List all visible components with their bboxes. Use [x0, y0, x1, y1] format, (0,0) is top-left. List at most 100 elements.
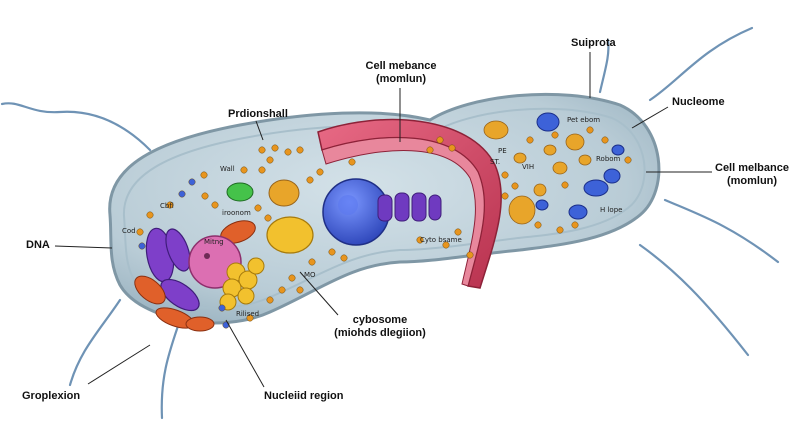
vacuole-green [226, 182, 254, 202]
ribosome-dot [501, 192, 509, 200]
ribosome-dot [551, 131, 559, 139]
inner-label-cod: Cod [122, 227, 136, 235]
inner-label-mitng: Mitng [204, 238, 224, 246]
ribosome-dot [556, 226, 564, 234]
ribosome-dot [258, 166, 266, 174]
ribosome-dot [178, 190, 186, 198]
inner-label-pe: PE [498, 147, 507, 155]
inner-label-st: ST. [490, 158, 501, 166]
label-cell-membrane-right: Cell melbance (momlun) [708, 162, 796, 188]
inner-label-pet-ebom: Pet ebom [567, 116, 601, 124]
flagella [0, 26, 780, 420]
ribosome-dot [188, 178, 196, 186]
label-cell-membrane-right-line2: (momlun) [726, 175, 778, 187]
ribosome-dot [586, 126, 594, 134]
ribosome-dot [254, 204, 262, 212]
flagellum-left-bottom [160, 318, 182, 420]
label-cell-membrane-top-line1: Cell mebance [365, 60, 437, 72]
ribosome-dot [271, 144, 279, 152]
ribosome-dot [571, 221, 579, 229]
mitochondria-left [145, 227, 200, 312]
inner-label-rilised: Rilised [236, 310, 260, 318]
ribosome-dot [266, 156, 274, 164]
flagellum-top-right [648, 26, 754, 102]
ribosome-dot [264, 214, 272, 222]
ribosome-dot [284, 148, 292, 156]
inner-label-vih: VIH [522, 163, 535, 171]
yellow-granule-cluster [219, 257, 265, 311]
flagellum-bottom-left [68, 298, 122, 387]
right-blue-vesicles [535, 112, 625, 220]
ribosome-dot [222, 321, 230, 329]
ribosome-dot [501, 171, 509, 179]
ribosome-dot [511, 182, 519, 190]
ribosomes [136, 126, 632, 329]
nucleoid-core [338, 195, 358, 215]
label-cell-membrane-top-line2: (momlun) [375, 73, 427, 85]
ribosome-dot [348, 158, 356, 166]
ribosome-dot [296, 286, 304, 294]
orange-organelles [134, 220, 256, 332]
ribosome-dot [258, 146, 266, 154]
flagellum-right-bottom [638, 243, 750, 357]
ribosome-dot [200, 171, 208, 179]
inner-label-wall: Wall [220, 165, 235, 173]
ribosome-dot [416, 236, 424, 244]
ribosome-dot [436, 136, 444, 144]
label-groplexion: Groplexion [22, 390, 81, 402]
ribosome-dot [466, 251, 474, 259]
inner-label-mo: MO [304, 271, 316, 279]
label-prdionshall: Prdionshall [228, 108, 288, 120]
ribosome-dot [306, 176, 314, 184]
label-cybosome-line1: cybosome [352, 314, 408, 326]
inner-label-h-lope: H lope [600, 206, 623, 214]
golden-vesicle [268, 179, 300, 207]
ribosome-dot [138, 242, 146, 250]
ribosome-dot [340, 254, 348, 262]
ribosome-dot [288, 274, 296, 282]
ribosome-dot [211, 201, 219, 209]
ribosome-dot [246, 314, 254, 322]
ribosome-dot [624, 156, 632, 164]
ribosome-dot [316, 168, 324, 176]
label-suiprota: Suiprota [571, 37, 616, 49]
inner-label-cytobsame: Cyto bsame [420, 236, 462, 244]
ribosome-dot [146, 211, 154, 219]
label-nucleiid-region: Nucleiid region [264, 390, 344, 402]
ribosome-dot [426, 146, 434, 154]
ribosome-dot [601, 136, 609, 144]
label-cybosome-line2: (miohds dlegiion) [334, 327, 426, 339]
label-cell-membrane-top: Cell mebance (momlun) [356, 60, 446, 86]
ribosome-dot [266, 296, 274, 304]
ribosome-dot [454, 228, 462, 236]
label-nucleome: Nucleome [672, 96, 725, 108]
inner-label-iroonom: iroonom [222, 209, 251, 217]
flagellum-left-top [0, 102, 152, 152]
ribosome-dot [296, 146, 304, 154]
ribosome-dot [561, 181, 569, 189]
label-cell-membrane-right-line1: Cell melbance [715, 162, 789, 174]
flagellum-right [663, 198, 780, 264]
ribosome-dot [534, 221, 542, 229]
membrane-band-inner [321, 137, 485, 287]
label-cybosome: cybosome (miohds dlegiion) [330, 314, 430, 340]
flagellum-top-center [598, 38, 610, 94]
inner-label-robom: Robom [596, 155, 621, 163]
ribosome-dot [201, 192, 209, 200]
ribosome-dot [308, 258, 316, 266]
ribosome-dot [240, 166, 248, 174]
label-dna: DNA [26, 239, 50, 251]
ribosome-dot [166, 201, 174, 209]
mitochondria-stack [377, 192, 442, 222]
yellow-vesicle [266, 216, 314, 254]
inner-label-cbfl: Cbfl [160, 202, 174, 210]
ribosome-dot [136, 228, 144, 236]
ribosome-dot [448, 144, 456, 152]
ribosome-dot [328, 248, 336, 256]
leader-lines [54, 52, 712, 388]
ribosome-dot [218, 304, 226, 312]
ribosome-dot [442, 241, 450, 249]
right-orange-granules [483, 120, 592, 225]
ribosome-dot [526, 136, 534, 144]
